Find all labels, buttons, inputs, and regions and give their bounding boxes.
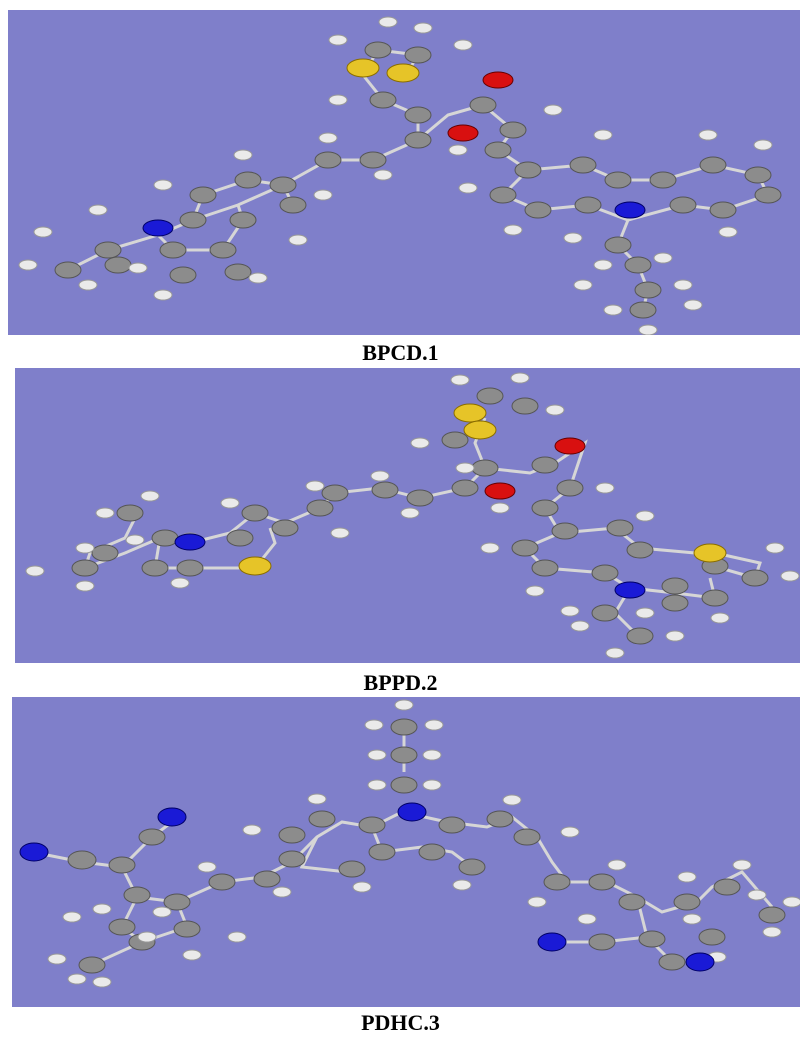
molecule-structure-pdhc-3 — [19, 699, 800, 988]
molecule-structure-bppd-2 — [25, 372, 800, 659]
figure-label-bpcd-1: BPCD.1 — [362, 340, 439, 365]
figure-label-pdhc-3: PDHC.3 — [361, 1010, 440, 1035]
molecule-panel-pdhc-3 — [12, 697, 800, 1007]
molecule-panel-bpcd-1 — [8, 10, 800, 335]
figure-label-bppd-2: BPPD.2 — [363, 670, 438, 695]
molecule-panel-bppd-2 — [15, 368, 800, 663]
molecule-structure-bpcd-1 — [18, 16, 782, 335]
